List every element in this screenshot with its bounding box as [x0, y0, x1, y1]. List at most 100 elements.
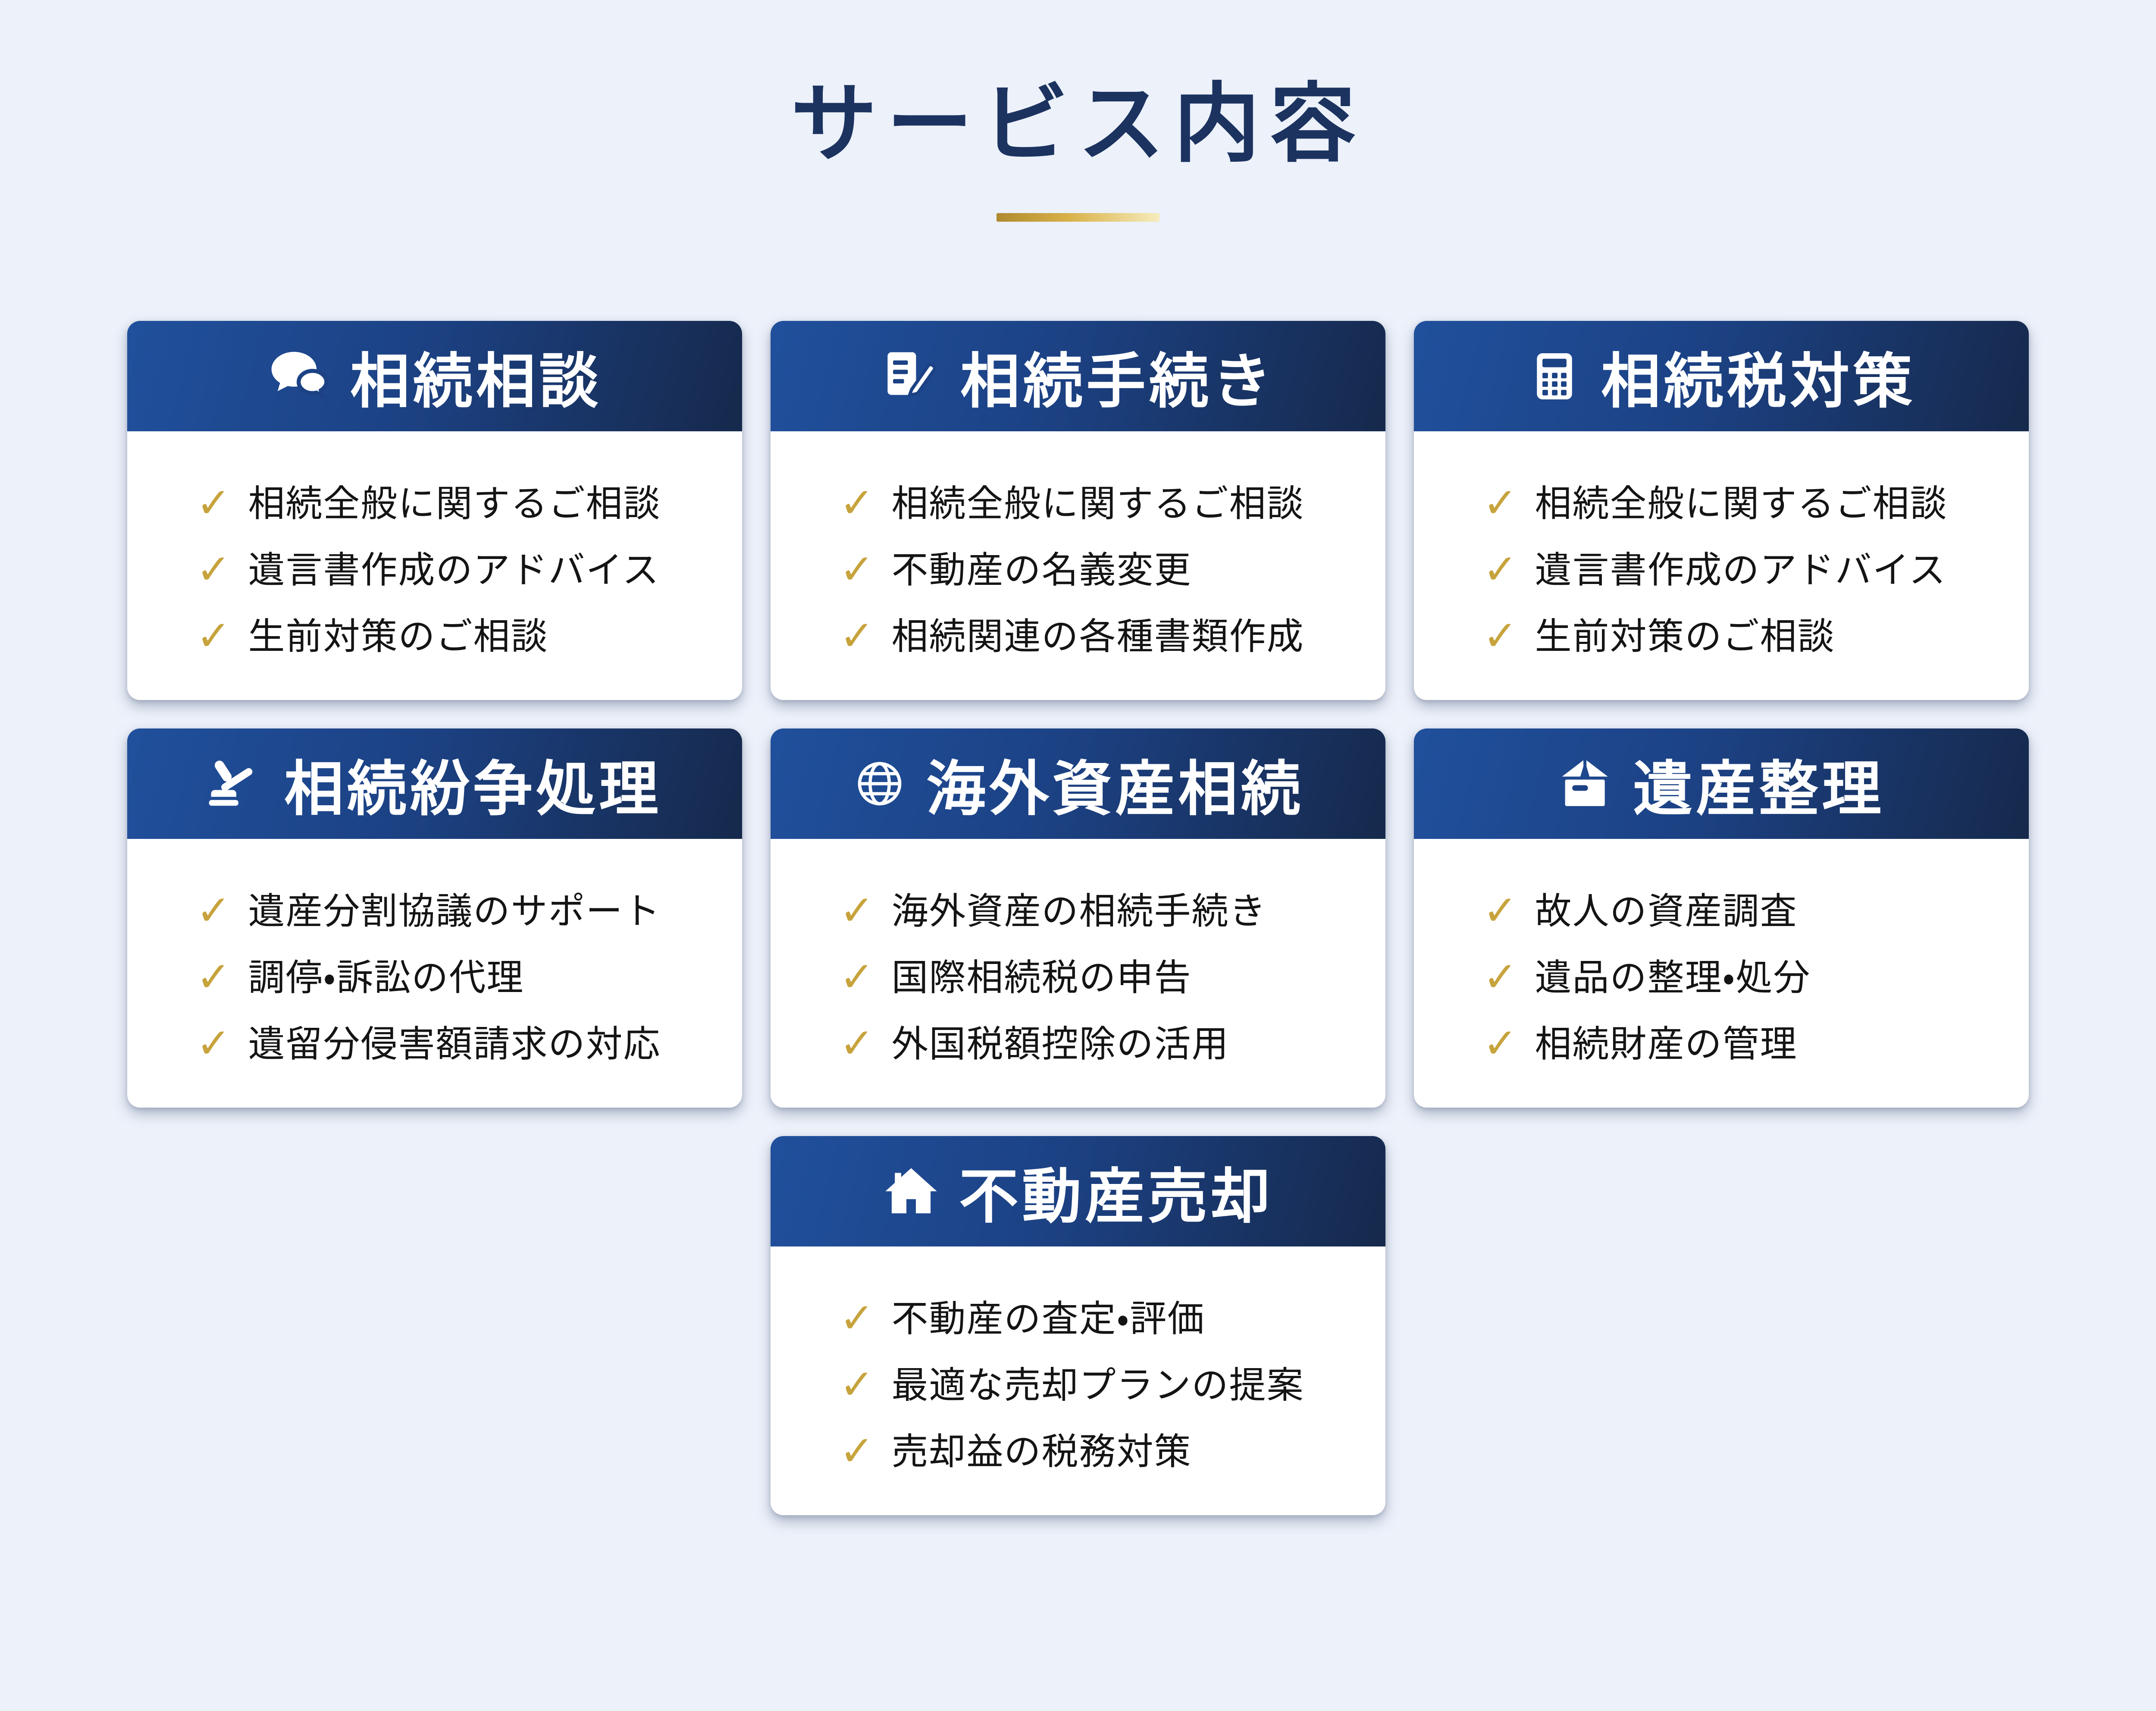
list-item: ✓ 相続全般に関するご相談: [1483, 482, 1990, 526]
card-overseas-assets: 海外資産相続 ✓ 海外資産の相続手続き ✓ 国際相続税の申告 ✓ 外国税額控除の…: [771, 728, 1385, 1108]
card-body: ✓ 海外資産の相続手続き ✓ 国際相続税の申告 ✓ 外国税額控除の活用: [771, 839, 1385, 1108]
list-item-text: 不動産の名義変更: [891, 550, 1192, 591]
card-body: ✓ 不動産の査定・評価 ✓ 最適な売却プランの提案 ✓ 売却益の税務対策: [771, 1246, 1385, 1515]
gavel-icon: [207, 757, 265, 810]
list-item-text: 故人の資産調査: [1535, 891, 1798, 932]
card-title: 相続紛争処理: [284, 757, 662, 823]
checkmark-icon: ✓: [1483, 954, 1518, 1000]
list-item: ✓ 不動産の名義変更: [840, 549, 1347, 593]
card-header: 相続相談: [127, 321, 742, 431]
list-item: ✓ 遺品の整理・処分: [1483, 956, 1990, 1000]
box-open-icon: [1558, 758, 1614, 809]
checkmark-icon: ✓: [840, 954, 874, 1000]
checkmark-icon: ✓: [1483, 888, 1518, 934]
card-header: 不動産売却: [771, 1136, 1385, 1246]
list-item: ✓ 故人の資産調査: [1483, 890, 1990, 934]
checkmark-icon: ✓: [1483, 480, 1518, 526]
card-header: 相続紛争処理: [127, 728, 742, 839]
checkmark-icon: ✓: [196, 480, 231, 526]
checkmark-icon: ✓: [196, 1020, 231, 1067]
list-item-text: 最適な売却プランの提案: [891, 1365, 1304, 1406]
house-icon: [882, 1165, 940, 1218]
list-item-text: 生前対策のご相談: [248, 616, 548, 657]
card-title: 遺産整理: [1633, 757, 1885, 823]
checkmark-icon: ✓: [196, 613, 231, 659]
list-item-text: 遺留分侵害額請求の対応: [248, 1024, 661, 1065]
list-item-text: 海外資産の相続手続き: [891, 891, 1267, 932]
list-item: ✓ 生前対策のご相談: [1483, 615, 1990, 659]
card-header: 相続手続き: [771, 321, 1385, 431]
list-item-text: 売却益の税務対策: [891, 1432, 1192, 1472]
globe-icon: [852, 758, 907, 809]
card-title: 相続手続き: [960, 349, 1275, 415]
checkmark-icon: ✓: [840, 1020, 874, 1067]
card-title: 不動産売却: [959, 1164, 1274, 1230]
card-body: ✓ 故人の資産調査 ✓ 遺品の整理・処分 ✓ 相続財産の管理: [1414, 839, 2029, 1108]
checkmark-icon: ✓: [196, 954, 231, 1000]
checkmark-icon: ✓: [840, 613, 874, 659]
checkmark-icon: ✓: [840, 1428, 874, 1474]
list-item: ✓ 生前対策のご相談: [196, 615, 703, 659]
card-title: 相続相談: [350, 349, 602, 415]
list-item-text: 生前対策のご相談: [1535, 616, 1835, 657]
checkmark-icon: ✓: [840, 888, 874, 934]
checkmark-icon: ✓: [840, 480, 874, 526]
list-item: ✓ 最適な売却プランの提案: [840, 1364, 1347, 1408]
card-inheritance-procedures: 相続手続き ✓ 相続全般に関するご相談 ✓ 不動産の名義変更 ✓ 相続関連の各種…: [771, 321, 1385, 700]
checkmark-icon: ✓: [840, 1295, 874, 1341]
calculator-icon: [1527, 349, 1582, 404]
document-edit-icon: [881, 349, 941, 404]
list-item-text: 遺言書作成のアドバイス: [1535, 550, 1946, 591]
list-item: ✓ 遺留分侵害額請求の対応: [196, 1023, 703, 1067]
card-inheritance-consultation: 相続相談 ✓ 相続全般に関するご相談 ✓ 遺言書作成のアドバイス ✓ 生前対策の…: [127, 321, 742, 700]
checkmark-icon: ✓: [196, 888, 231, 934]
list-item: ✓ 相続全般に関するご相談: [196, 482, 703, 526]
card-body: ✓ 相続全般に関するご相談 ✓ 遺言書作成のアドバイス ✓ 生前対策のご相談: [1414, 431, 2029, 700]
list-item-text: 遺言書作成のアドバイス: [248, 550, 660, 591]
list-item-text: 遺産分割協議のサポート: [248, 891, 661, 932]
card-body: ✓ 相続全般に関するご相談 ✓ 遺言書作成のアドバイス ✓ 生前対策のご相談: [127, 431, 742, 700]
card-body: ✓ 遺産分割協議のサポート ✓ 調停・訴訟の代理 ✓ 遺留分侵害額請求の対応: [127, 839, 742, 1108]
list-item: ✓ 海外資産の相続手続き: [840, 890, 1347, 934]
card-dispute-resolution: 相続紛争処理 ✓ 遺産分割協議のサポート ✓ 調停・訴訟の代理 ✓ 遺留分侵害額…: [127, 728, 742, 1108]
list-item: ✓ 遺言書作成のアドバイス: [196, 549, 703, 593]
card-title: 海外資産相続: [926, 757, 1304, 823]
page-title: サービス内容: [790, 77, 1365, 173]
card-inheritance-tax-planning: 相続税対策 ✓ 相続全般に関するご相談 ✓ 遺言書作成のアドバイス ✓ 生前対策…: [1414, 321, 2029, 700]
card-header: 遺産整理: [1414, 728, 2029, 839]
list-item: ✓ 国際相続税の申告: [840, 956, 1347, 1000]
list-item-text: 相続財産の管理: [1535, 1024, 1798, 1065]
list-item: ✓ 相続財産の管理: [1483, 1023, 1990, 1067]
card-header: 海外資産相続: [771, 728, 1385, 839]
list-item-text: 国際相続税の申告: [891, 958, 1192, 998]
list-item-text: 不動産の査定・評価: [891, 1299, 1205, 1340]
checkmark-icon: ✓: [840, 546, 874, 593]
card-estate-organization: 遺産整理 ✓ 故人の資産調査 ✓ 遺品の整理・処分 ✓ 相続財産の管理: [1414, 728, 2029, 1108]
list-item: ✓ 不動産の査定・評価: [840, 1297, 1347, 1341]
list-item-text: 相続全般に関するご相談: [1535, 483, 1948, 524]
list-item: ✓ 売却益の税務対策: [840, 1430, 1347, 1474]
list-item-text: 相続関連の各種書類作成: [891, 616, 1304, 657]
card-header: 相続税対策: [1414, 321, 2029, 431]
list-item-text: 調停・訴訟の代理: [248, 958, 524, 998]
checkmark-icon: ✓: [1483, 546, 1518, 593]
list-item-text: 相続全般に関するご相談: [891, 483, 1304, 524]
list-item: ✓ 調停・訴訟の代理: [196, 956, 703, 1000]
checkmark-icon: ✓: [196, 546, 231, 593]
checkmark-icon: ✓: [1483, 613, 1518, 659]
services-grid: 相続相談 ✓ 相続全般に関するご相談 ✓ 遺言書作成のアドバイス ✓ 生前対策の…: [0, 321, 2156, 1515]
card-title: 相続税対策: [1601, 349, 1916, 415]
list-item: ✓ 相続全般に関するご相談: [840, 482, 1347, 526]
chat-bubbles-icon: [267, 347, 331, 405]
gold-divider: [997, 213, 1159, 222]
list-item: ✓ 相続関連の各種書類作成: [840, 615, 1347, 659]
checkmark-icon: ✓: [840, 1362, 874, 1408]
card-property-sale: 不動産売却 ✓ 不動産の査定・評価 ✓ 最適な売却プランの提案 ✓ 売却益の税務…: [771, 1136, 1385, 1515]
list-item: ✓ 外国税額控除の活用: [840, 1023, 1347, 1067]
list-item-text: 遺品の整理・処分: [1535, 958, 1811, 998]
card-body: ✓ 相続全般に関するご相談 ✓ 不動産の名義変更 ✓ 相続関連の各種書類作成: [771, 431, 1385, 700]
list-item: ✓ 遺言書作成のアドバイス: [1483, 549, 1990, 593]
list-item-text: 相続全般に関するご相談: [248, 483, 661, 524]
list-item-text: 外国税額控除の活用: [891, 1024, 1229, 1065]
list-item: ✓ 遺産分割協議のサポート: [196, 890, 703, 934]
